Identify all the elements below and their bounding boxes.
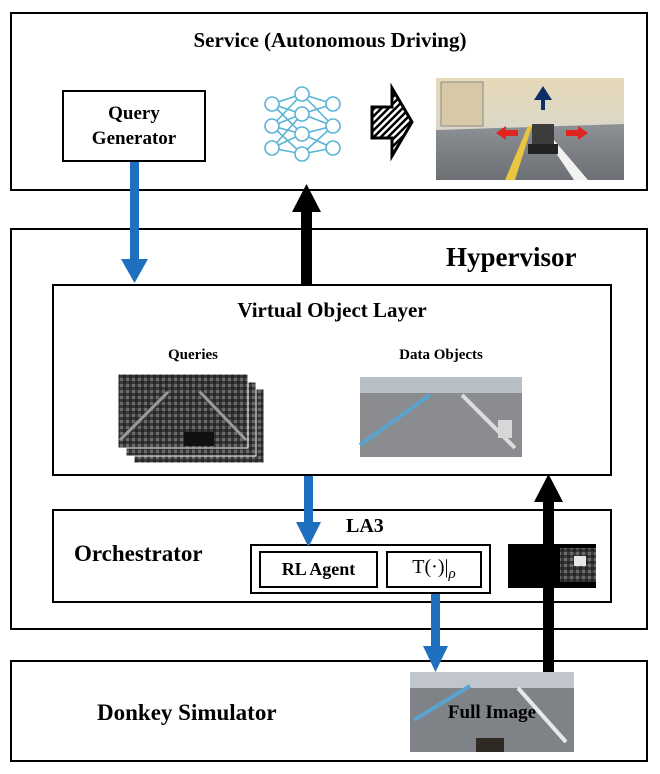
simulator-title: Donkey Simulator <box>97 700 277 725</box>
query-generator-box <box>62 90 206 162</box>
forward-arrow-icon <box>534 86 552 110</box>
full-image-label: Full Image <box>447 702 537 723</box>
la3-label: LA3 <box>346 515 384 537</box>
data-objects-image <box>358 377 522 457</box>
vol-to-rl-agent-arrow <box>296 476 321 547</box>
output-arrow-icon <box>370 82 414 162</box>
hypervisor-title: Hypervisor <box>446 242 577 272</box>
orchestrator-title: Orchestrator <box>74 541 203 566</box>
query-generator-label: Query Generator <box>91 103 177 149</box>
left-arrow-icon <box>496 126 518 140</box>
transform-to-full-image-arrow <box>423 594 448 672</box>
transform-box <box>386 551 482 588</box>
right-arrow-icon <box>566 126 588 140</box>
transform-subscript: ρ <box>448 566 456 582</box>
rl-agent-label: RL Agent <box>281 559 356 579</box>
full-image <box>410 672 574 752</box>
service-title: Service (Autonomous Driving) <box>193 28 467 52</box>
neural-network-icon <box>264 86 341 162</box>
queries-image-stack <box>117 373 265 464</box>
transform-text: T(·)| <box>412 556 449 578</box>
transform-label: T(·)|ρ <box>386 556 482 583</box>
full-image-to-data-objects-arrow <box>534 474 563 672</box>
data-objects-label: Data Objects <box>399 347 483 363</box>
vol-to-service-arrow <box>292 184 321 284</box>
driving-scene-image <box>436 78 624 180</box>
query-to-vol-arrow <box>121 162 148 283</box>
rl-agent-box <box>259 551 378 588</box>
queries-label: Queries <box>168 347 218 363</box>
virtual-object-layer-title: Virtual Object Layer <box>237 298 427 322</box>
